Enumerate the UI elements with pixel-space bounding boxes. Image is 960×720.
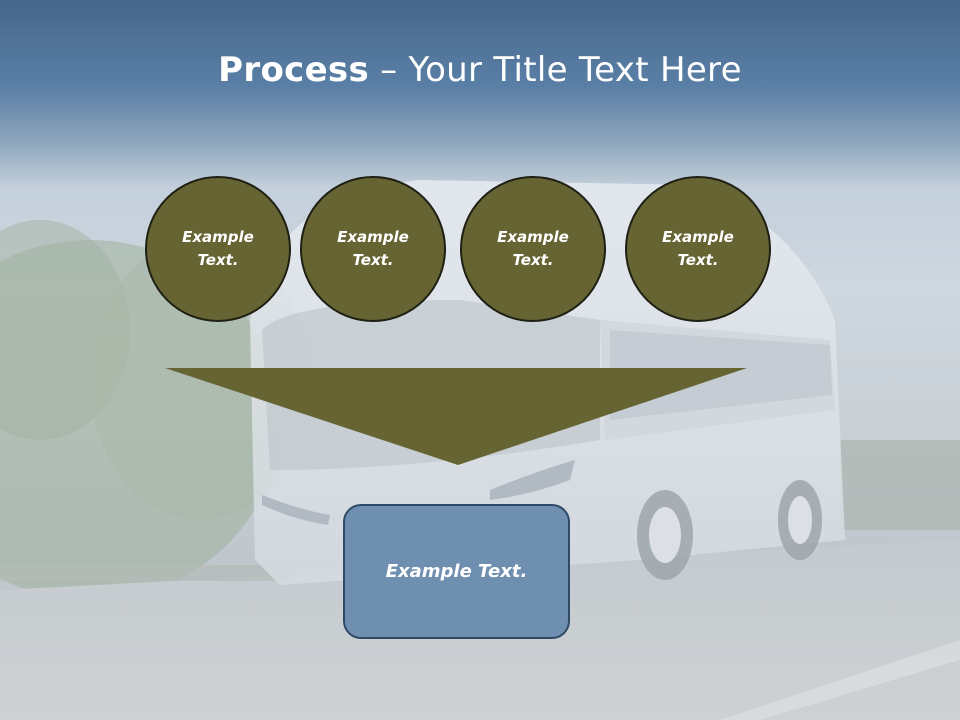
result-box: Example Text.	[343, 504, 570, 639]
process-step-circle-1: Example Text.	[145, 176, 291, 322]
process-step-circle-3: Example Text.	[460, 176, 606, 322]
slide-title: Process – Your Title Text Here	[218, 50, 742, 90]
process-step-circle-4: Example Text.	[625, 176, 771, 322]
process-step-circle-2: Example Text.	[300, 176, 446, 322]
funnel-arrow	[165, 368, 747, 465]
